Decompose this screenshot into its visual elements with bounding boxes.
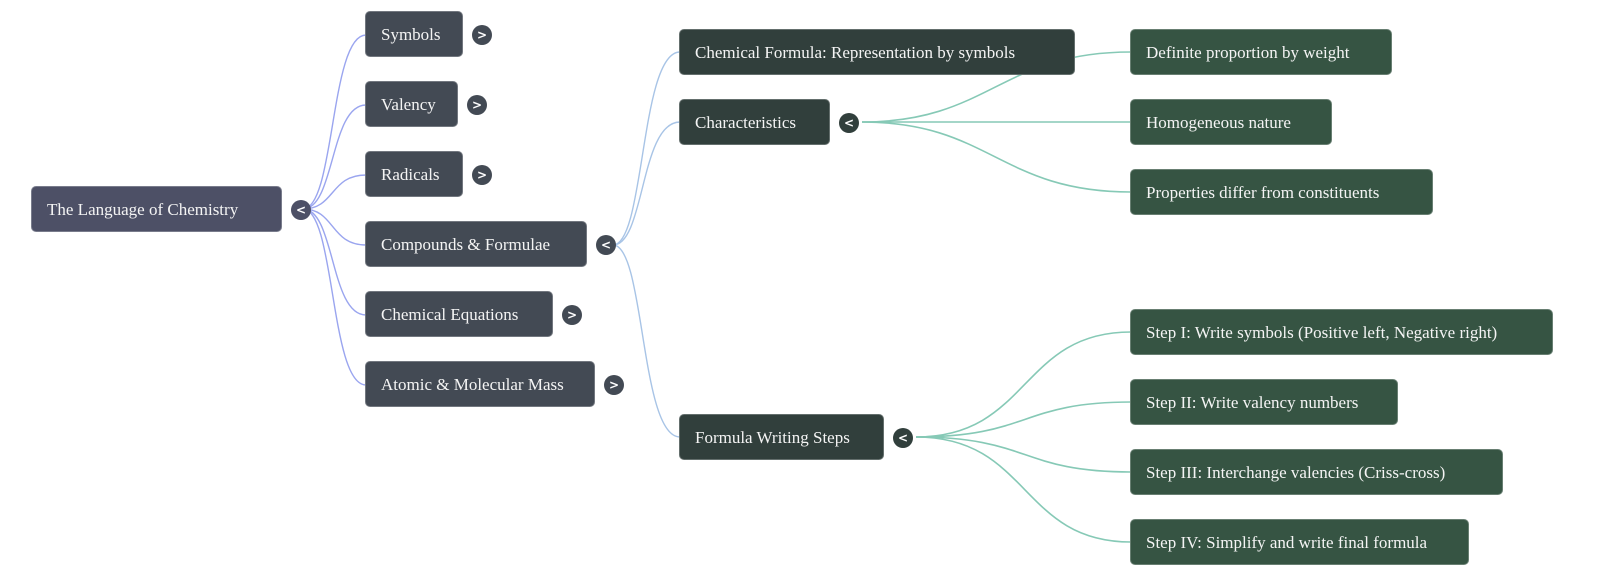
branch-atomic-molecular-mass[interactable]: Atomic & Molecular Mass	[365, 361, 595, 407]
edge-steps-2	[915, 401, 1132, 438]
edge-steps-3	[915, 436, 1132, 473]
leaf-step-4[interactable]: Step IV: Simplify and write final formul…	[1130, 519, 1469, 565]
edge-steps-1	[915, 331, 1132, 438]
collapse-icon[interactable]: <	[596, 235, 616, 255]
edge-characteristics-definite	[861, 51, 1132, 123]
branch-chemical-equations[interactable]: Chemical Equations	[365, 291, 553, 337]
branch-radicals[interactable]: Radicals	[365, 151, 463, 197]
root-node[interactable]: The Language of Chemistry	[31, 186, 282, 232]
expand-icon[interactable]: >	[472, 25, 492, 45]
leaf-step-2[interactable]: Step II: Write valency numbers	[1130, 379, 1398, 425]
expand-icon[interactable]: >	[472, 165, 492, 185]
leaf-homogeneous-nature[interactable]: Homogeneous nature	[1130, 99, 1332, 145]
edge-compounds-steps	[612, 244, 681, 438]
leaf-step-1[interactable]: Step I: Write symbols (Positive left, Ne…	[1130, 309, 1553, 355]
collapse-icon[interactable]: <	[291, 200, 311, 220]
edge-characteristics-properties	[861, 121, 1132, 193]
expand-icon[interactable]: >	[467, 95, 487, 115]
edge-compounds-formula	[612, 51, 681, 246]
node-chemical-formula[interactable]: Chemical Formula: Representation by symb…	[679, 29, 1075, 75]
leaf-step-3[interactable]: Step III: Interchange valencies (Criss-c…	[1130, 449, 1503, 495]
edge-compounds-characteristics	[612, 121, 681, 246]
expand-icon[interactable]: >	[562, 305, 582, 325]
edge-root-valency	[302, 104, 367, 210]
node-characteristics[interactable]: Characteristics	[679, 99, 830, 145]
edge-root-mass	[302, 208, 367, 386]
edge-root-equations	[302, 208, 367, 316]
collapse-icon[interactable]: <	[839, 113, 859, 133]
edge-root-radicals	[302, 174, 367, 210]
edge-steps-4	[915, 436, 1132, 543]
expand-icon[interactable]: >	[604, 375, 624, 395]
branch-symbols[interactable]: Symbols	[365, 11, 463, 57]
leaf-definite-proportion[interactable]: Definite proportion by weight	[1130, 29, 1392, 75]
collapse-icon[interactable]: <	[893, 428, 913, 448]
node-formula-writing-steps[interactable]: Formula Writing Steps	[679, 414, 884, 460]
edge-root-compounds	[302, 208, 367, 246]
edge-root-symbols	[302, 34, 367, 210]
branch-valency[interactable]: Valency	[365, 81, 458, 127]
leaf-properties-differ[interactable]: Properties differ from constituents	[1130, 169, 1433, 215]
branch-compounds-formulae[interactable]: Compounds & Formulae	[365, 221, 587, 267]
